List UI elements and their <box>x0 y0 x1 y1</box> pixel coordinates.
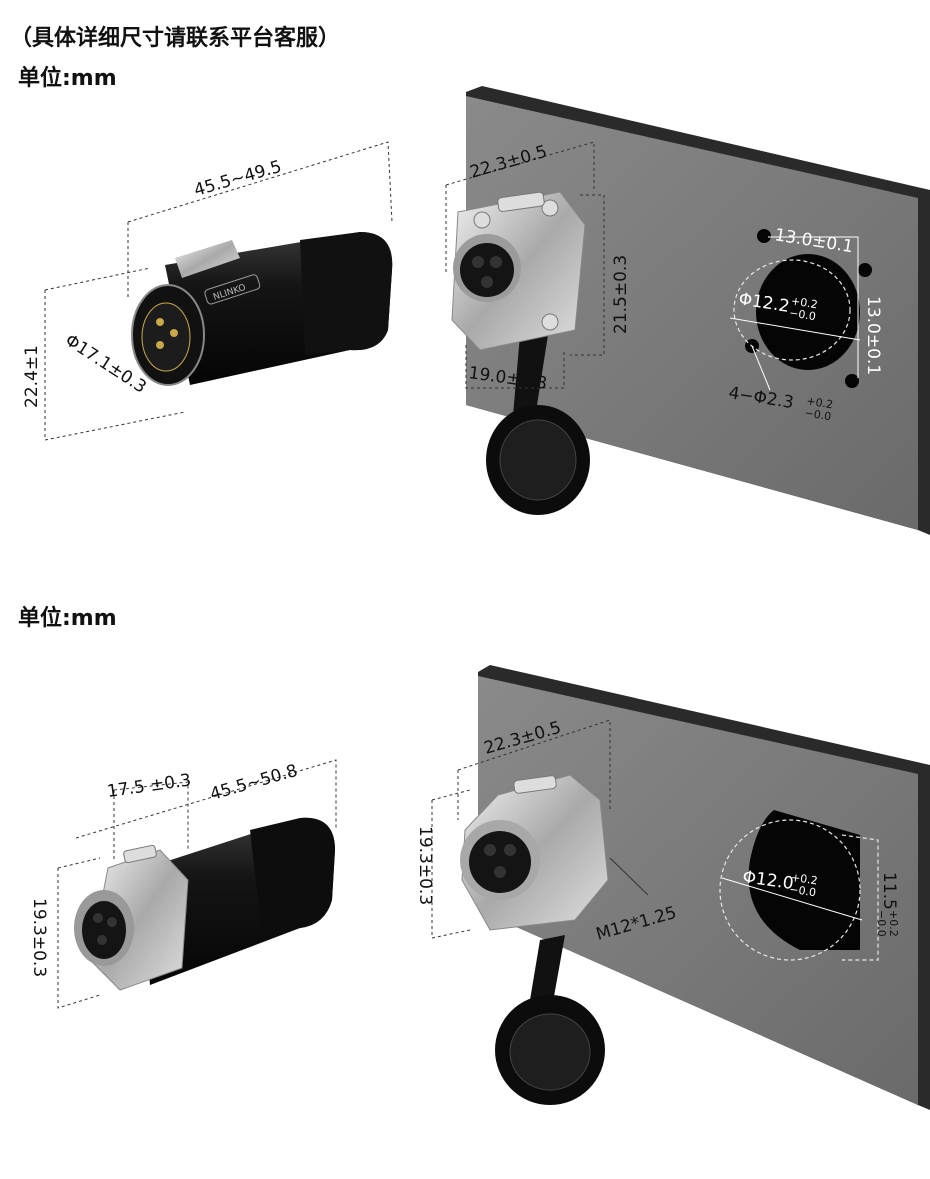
dim-socket1-height: 21.5±0.3 <box>611 255 631 334</box>
panel-socket-2 <box>460 774 609 1105</box>
mounting-panel-1 <box>466 86 930 535</box>
dim-socket2-height: 19.3±0.3 <box>415 826 435 905</box>
dim-hole-diameter-2-tol-plus: +0.2 <box>790 871 818 888</box>
mounting-panel-2 <box>478 665 930 1110</box>
dim-plug1-height: 22.4±1 <box>22 345 42 408</box>
unit-label-bottom: 单位:mm <box>18 606 117 631</box>
panel-cutout-1 <box>729 229 872 391</box>
socket-1-dimension-lines <box>445 141 605 389</box>
dim-mount-holes-tol-plus: +0.2 <box>806 394 834 411</box>
unit-label-top: 单位:mm <box>18 66 117 91</box>
dim-flat-tol-minus: −0.0 <box>875 910 888 937</box>
plug-2-dimension-lines <box>57 759 337 1009</box>
panel-cutout-2 <box>719 810 879 961</box>
dim-plug2-height: 19.3±0.3 <box>29 898 49 977</box>
dim-hole-spacing-v: 13.0±0.1 <box>863 296 883 375</box>
contact-note: （具体详细尺寸请联系平台客服） <box>10 26 341 51</box>
dim-flat-width: 11.5 <box>879 872 899 910</box>
socket-2-dimension-lines <box>431 719 649 939</box>
dim-plug2-head: 17.5 ±0.3 <box>106 770 193 802</box>
dim-hole-diameter-1-tol-minus: −0.0 <box>788 306 816 323</box>
plug-connector-1: NLINKO <box>131 232 393 386</box>
dim-flat-tol-plus: +0.2 <box>887 910 900 937</box>
dim-hole-diameter-1-tol-plus: +0.2 <box>790 294 818 311</box>
plug-1-dimension-lines <box>44 141 393 441</box>
dim-plug2-length: 45.5~50.8 <box>208 761 300 805</box>
panel-socket-1 <box>451 191 590 515</box>
dim-hole-diameter-2-tol-minus: −0.0 <box>789 883 817 900</box>
dim-mount-holes-tol-minus: −0.0 <box>804 406 832 423</box>
dim-plug1-length: 45.5~49.5 <box>192 157 284 201</box>
plug-connector-2 <box>74 817 335 991</box>
